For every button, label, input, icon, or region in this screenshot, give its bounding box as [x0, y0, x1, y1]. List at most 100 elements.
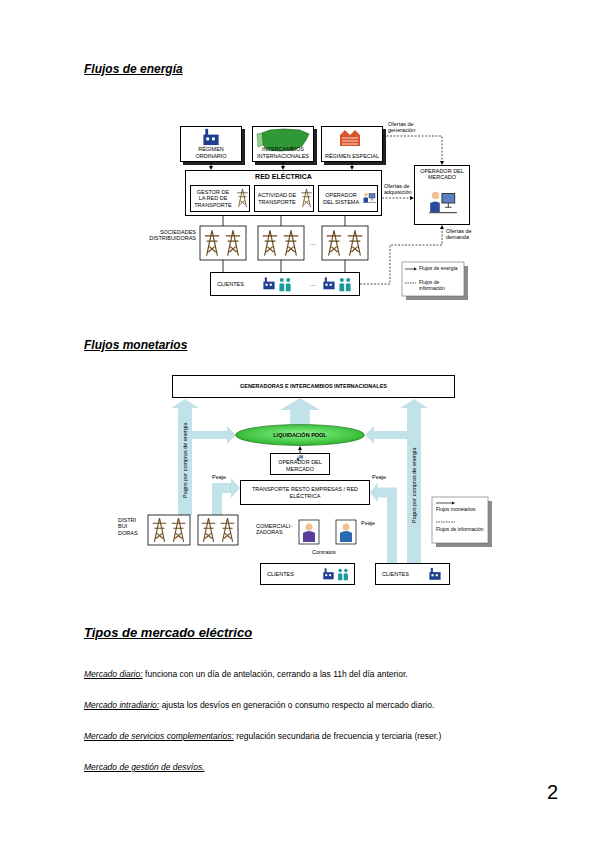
- legend-box: [414, 268, 417, 271]
- flow-label: Peaje: [212, 474, 226, 480]
- sub-icon: [363, 193, 376, 203]
- connector: [360, 225, 444, 284]
- money-flow-band: [192, 426, 236, 444]
- term: Mercado intradiario:: [84, 701, 159, 711]
- distributor-box: [322, 226, 368, 260]
- connector-line: [360, 229, 442, 284]
- box-shadow: [180, 126, 386, 165]
- node-text: GESTOR DE LA RED DE TRANSPORTE: [193, 189, 233, 208]
- legend-text: Flujos monetarios: [436, 507, 486, 513]
- money-flow-band: [171, 399, 199, 515]
- group-label: SOCIEDADES DISTRIBUIDORAS: [140, 229, 196, 242]
- flow-label: Pagos por compras de energía: [411, 445, 417, 525]
- connector-line: [352, 162, 353, 166]
- arrowhead: [280, 398, 320, 410]
- ellipsis: ....: [310, 240, 316, 246]
- sub-icon: [301, 189, 311, 207]
- node-text: OPERADOR DEL MERCADO: [273, 459, 327, 472]
- distributor-box: [148, 515, 238, 545]
- pool-ellipse: LIQUIDACIÓN POOL: [235, 424, 365, 446]
- connector-line: [211, 162, 212, 166]
- client-icon: [279, 278, 290, 291]
- operator-box: OPERADOR DEL MERCADO: [270, 453, 330, 475]
- renewable-plant-icon: [342, 138, 358, 144]
- box-shadow: [321, 126, 383, 162]
- node-text: CLIENTES: [217, 281, 244, 287]
- distributor-box: [148, 515, 190, 545]
- distributor-box: [205, 230, 219, 255]
- node-text: ACTIVIDAD DE TRANSPORTE: [257, 192, 297, 205]
- transport-box: TRANSPORTE RESTO EMPRESAS / RED ELÉCTRIC…: [240, 480, 370, 505]
- node-text: OPERADOR DEL SISTEMA: [321, 192, 361, 205]
- clients-box: CLIENTES: [375, 563, 450, 585]
- retailer-icon: [336, 520, 356, 544]
- box-shadow: [180, 126, 242, 162]
- connector: [350, 162, 354, 170]
- source-box: INTERCAMBIOS INTERNACIONALES: [252, 126, 314, 162]
- connector-label: Ofertas de demanda: [446, 228, 486, 241]
- connector: [298, 446, 302, 453]
- sub-icon: [429, 192, 457, 213]
- legend-text: Flujos de información: [436, 527, 486, 533]
- client-icon: [339, 278, 350, 291]
- money-flow-band: [400, 399, 428, 563]
- money-flow-band: [171, 399, 428, 563]
- retailer-icon: [306, 524, 313, 531]
- node-text: CLIENTES: [267, 571, 294, 577]
- section-heading: Flujos de energía: [84, 63, 183, 77]
- map-icon: [257, 133, 263, 147]
- legend-box: [436, 503, 452, 504]
- retailer-icon: [340, 531, 352, 542]
- arrowhead: [370, 483, 378, 503]
- group-label: DISTRI BUI DORAS: [118, 517, 146, 536]
- distributor-box: [226, 230, 240, 255]
- connector: [383, 136, 444, 165]
- retailer-icon: [343, 524, 350, 531]
- legend-text: Flujos de información: [419, 280, 463, 292]
- section-heading: Tipos de mercado eléctrico: [84, 626, 252, 641]
- node-text: CLIENTES: [382, 571, 409, 577]
- distributor-box: [348, 230, 362, 255]
- legend-box: [405, 269, 414, 270]
- arrowhead: [298, 446, 302, 450]
- legend-box: [432, 497, 488, 543]
- definition: ajusta los desvíos en generación o consu…: [162, 701, 435, 711]
- definition: regulación secundaria de frecuencia y te…: [236, 732, 441, 742]
- flow-label: Peaje: [361, 520, 375, 526]
- distribution-wire: [223, 260, 345, 272]
- legend-box: [452, 502, 455, 505]
- connector-line: [290, 410, 310, 424]
- distributor-box: [221, 518, 235, 542]
- section-heading: Flujos monetarios: [84, 339, 187, 353]
- distributor-box: [284, 230, 298, 255]
- client-icon: [323, 568, 333, 579]
- distributor-box: [200, 226, 368, 260]
- group-box: RED ELÉCTRICAGESTOR DE LA RED DE TRANSPO…: [185, 170, 382, 216]
- node-text: INTERCAMBIOS INTERNACIONALES: [255, 146, 311, 159]
- distributor-box: [153, 518, 167, 542]
- client-icon: [338, 569, 348, 581]
- clients-box: CLIENTES: [260, 563, 355, 585]
- connector-line: [378, 493, 392, 564]
- distributor-box: [327, 230, 341, 255]
- client-icon: [297, 455, 441, 580]
- distributor-box: [202, 518, 216, 542]
- node-text: ....: [310, 281, 316, 287]
- activity-box: OPERADOR DEL SISTEMA: [318, 185, 378, 212]
- distributor-box: [258, 226, 304, 260]
- connector-label: Peaje: [372, 474, 386, 480]
- box-shadow: [252, 126, 314, 162]
- generators-box: GENERADORAS E INTERCAMBIOS INTERNACIONAL…: [172, 375, 455, 398]
- node-text: RÉGIMEN ESPECIAL: [325, 153, 379, 159]
- node-text: TRANSPORTE RESTO EMPRESAS / RED ELÉCTRIC…: [243, 486, 367, 499]
- connector-label: Ofertas de generación: [388, 121, 434, 134]
- flow-label: Contratos: [312, 549, 336, 555]
- legend-box: [402, 262, 468, 300]
- clients-box: CLIENTES....: [210, 272, 360, 296]
- distributor-box: [198, 515, 238, 545]
- term: Mercado de servicios complementarios:: [84, 732, 234, 742]
- arrowhead: [440, 225, 444, 229]
- money-flow-band: [365, 426, 407, 444]
- legend-box: [436, 522, 455, 523]
